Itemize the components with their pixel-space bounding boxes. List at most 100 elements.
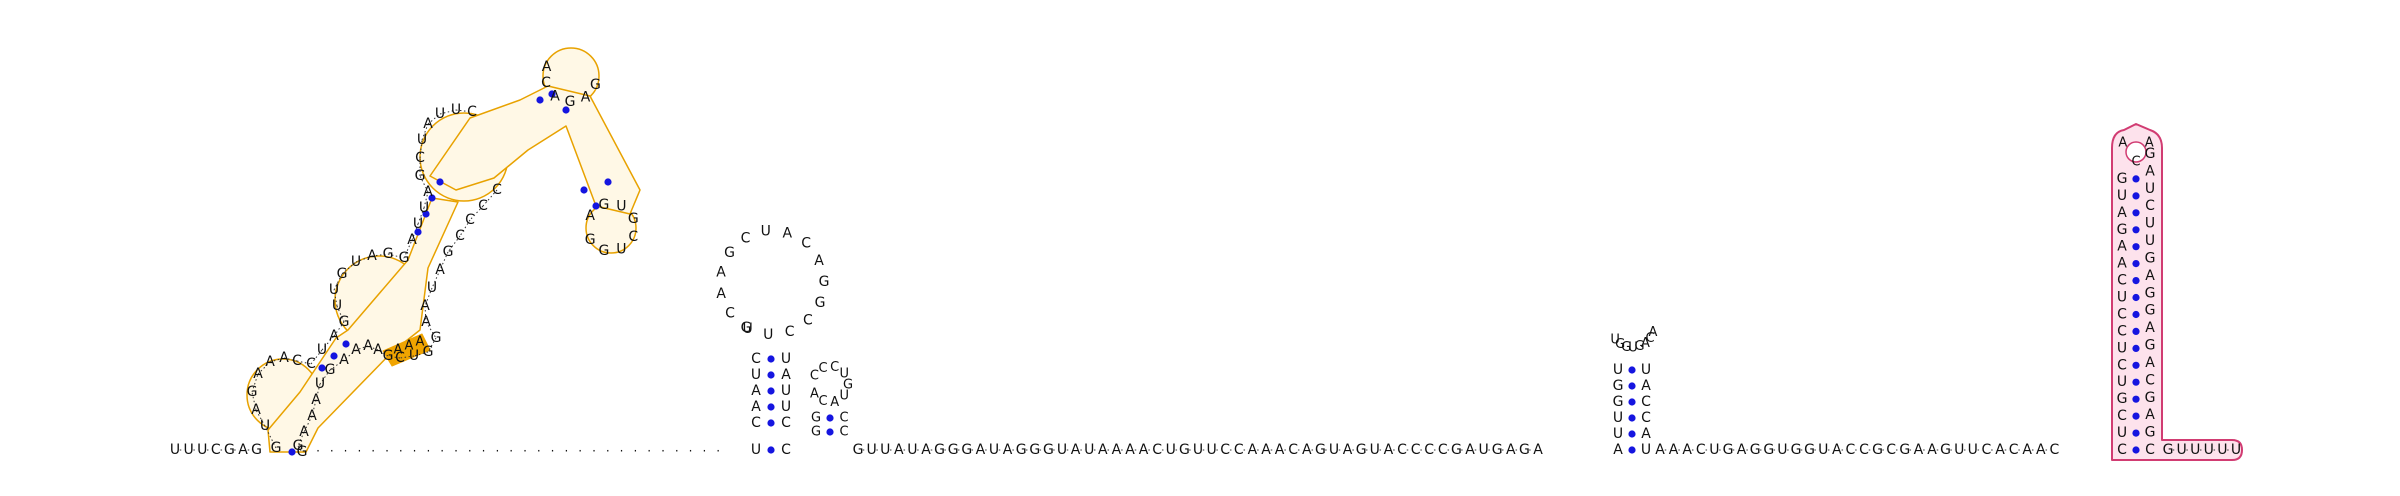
nucleotide-U: U bbox=[781, 351, 791, 367]
backbone-segment bbox=[251, 373, 259, 393]
nucleotide-A: A bbox=[1302, 442, 1312, 458]
nucleotide-C: C bbox=[541, 75, 551, 91]
nucleotide-G: G bbox=[598, 243, 609, 259]
nucleotide-C: C bbox=[2117, 408, 2127, 424]
unmodeled-dot: . bbox=[716, 441, 720, 455]
unmodeled-dot: . bbox=[606, 441, 610, 455]
nucleotide-U: U bbox=[2117, 340, 2127, 356]
nucleotide-G: G bbox=[1356, 442, 1367, 458]
nucleotide-G: G bbox=[961, 442, 972, 458]
terminator-outline bbox=[2111, 123, 2243, 461]
base-pair-dot bbox=[767, 387, 775, 395]
nucleotide-C: C bbox=[741, 230, 751, 246]
nucleotide-G: G bbox=[251, 442, 262, 458]
nucleotide-G: G bbox=[2163, 442, 2174, 458]
nucleotide-G: G bbox=[224, 442, 235, 458]
nucleotide-U: U bbox=[1641, 442, 1651, 458]
nucleotide-G: G bbox=[247, 384, 258, 400]
base-pair-dot bbox=[2132, 192, 2140, 200]
nucleotide-A: A bbox=[1465, 442, 1475, 458]
nucleotide-C: C bbox=[415, 150, 425, 166]
nucleotide-U: U bbox=[317, 342, 327, 358]
base-pair-dot bbox=[436, 178, 444, 186]
nucleotide-G: G bbox=[2145, 146, 2156, 162]
backbone-segment bbox=[333, 321, 345, 337]
nucleotide-G: G bbox=[1043, 442, 1054, 458]
base-pair-dot bbox=[2132, 361, 2140, 369]
backbone-segment bbox=[455, 109, 473, 113]
nucleotide-A: A bbox=[416, 335, 425, 350]
nucleotide-A: A bbox=[550, 89, 560, 105]
nucleotide-U: U bbox=[751, 367, 761, 383]
nucleotide-G: G bbox=[271, 440, 282, 456]
base-pair-dot bbox=[562, 106, 570, 114]
base-pair-dot bbox=[2132, 175, 2140, 183]
base-pair-dot bbox=[548, 90, 556, 98]
nucleotide-C: C bbox=[2145, 198, 2155, 214]
backbone-segment bbox=[419, 139, 423, 159]
nucleotide-C: C bbox=[478, 198, 488, 214]
base-pair-dot bbox=[1628, 382, 1636, 390]
nucleotide-A: A bbox=[1003, 442, 1013, 458]
base-pair-dot bbox=[2132, 293, 2140, 302]
backbone-segment bbox=[425, 321, 437, 339]
backbone-segment bbox=[333, 289, 338, 307]
nucleotide-A: A bbox=[1139, 442, 1149, 458]
nucleotide-A: A bbox=[1261, 442, 1271, 458]
nucleotide-U: U bbox=[989, 442, 999, 458]
nucleotide-C: C bbox=[810, 369, 819, 384]
nucleotide-U: U bbox=[409, 348, 419, 364]
nucleotide-A: A bbox=[2117, 205, 2127, 221]
nucleotide-A: A bbox=[2145, 163, 2155, 179]
nucleotide-A: A bbox=[407, 232, 417, 248]
nucleotide-A: A bbox=[1914, 442, 1924, 458]
backbone-lines bbox=[179, 109, 2232, 453]
backbone-segment bbox=[427, 113, 441, 125]
nucleotide-A: A bbox=[1927, 442, 1937, 458]
backbone-segment bbox=[319, 369, 331, 385]
nucleotide-U: U bbox=[1968, 442, 1978, 458]
nucleotide-A: A bbox=[1995, 442, 2005, 458]
nucleotide-U: U bbox=[742, 321, 752, 337]
nucleotide-A: A bbox=[716, 265, 726, 281]
nucleotide-U: U bbox=[1329, 442, 1339, 458]
nucleotide-A: A bbox=[1071, 442, 1081, 458]
base-pair-dot bbox=[536, 96, 544, 104]
base-pair-dot bbox=[330, 352, 338, 360]
nucleotide-A: A bbox=[976, 442, 986, 458]
nucleotide-G: G bbox=[2145, 303, 2156, 319]
nucleotide-G: U bbox=[1628, 341, 1638, 356]
nucleotide-U: U bbox=[2176, 442, 2186, 458]
nucleotide-U: U bbox=[1613, 410, 1623, 426]
nucleotide-C: C bbox=[785, 324, 795, 340]
domain1-upper-stem bbox=[429, 85, 641, 215]
nucleotide-C: C bbox=[465, 212, 475, 228]
nucleotide-G: G bbox=[1016, 442, 1027, 458]
nucleotide-A: A bbox=[1641, 426, 1651, 442]
nucleotide-U: U bbox=[1641, 362, 1651, 378]
nucleotide-A: A bbox=[299, 424, 309, 440]
nucleotide-G: G bbox=[1492, 442, 1503, 458]
nucleotide-C: C bbox=[751, 415, 761, 431]
nucleotide-C: C bbox=[781, 442, 791, 458]
base-pair-dot bbox=[2132, 277, 2140, 285]
nucleotide-A: A bbox=[1832, 442, 1842, 458]
unmodeled-dot: . bbox=[468, 441, 472, 455]
nucleotide-G: G bbox=[724, 245, 735, 261]
nucleotide-U: U bbox=[413, 216, 423, 232]
backbone-segment bbox=[431, 269, 441, 289]
backbone-segment bbox=[321, 335, 335, 351]
nucleotide-G: G bbox=[811, 425, 821, 440]
nucleotide-A: A bbox=[1275, 442, 1285, 458]
nucleotide-U: U bbox=[1370, 442, 1380, 458]
nucleotide-U: U bbox=[2204, 442, 2214, 458]
nucleotide-G: G bbox=[1315, 442, 1326, 458]
nucleotide-U: U bbox=[761, 223, 771, 239]
nucleotide-C: C bbox=[1397, 442, 1407, 458]
nucleotide-C: C bbox=[1886, 442, 1896, 458]
backbone-segment bbox=[413, 351, 429, 357]
nucleotide-G: G bbox=[2145, 338, 2156, 354]
nucleotide-C: C bbox=[1234, 442, 1244, 458]
nucleotide-A: A bbox=[423, 184, 433, 200]
unmodeled-dot: . bbox=[661, 441, 665, 455]
